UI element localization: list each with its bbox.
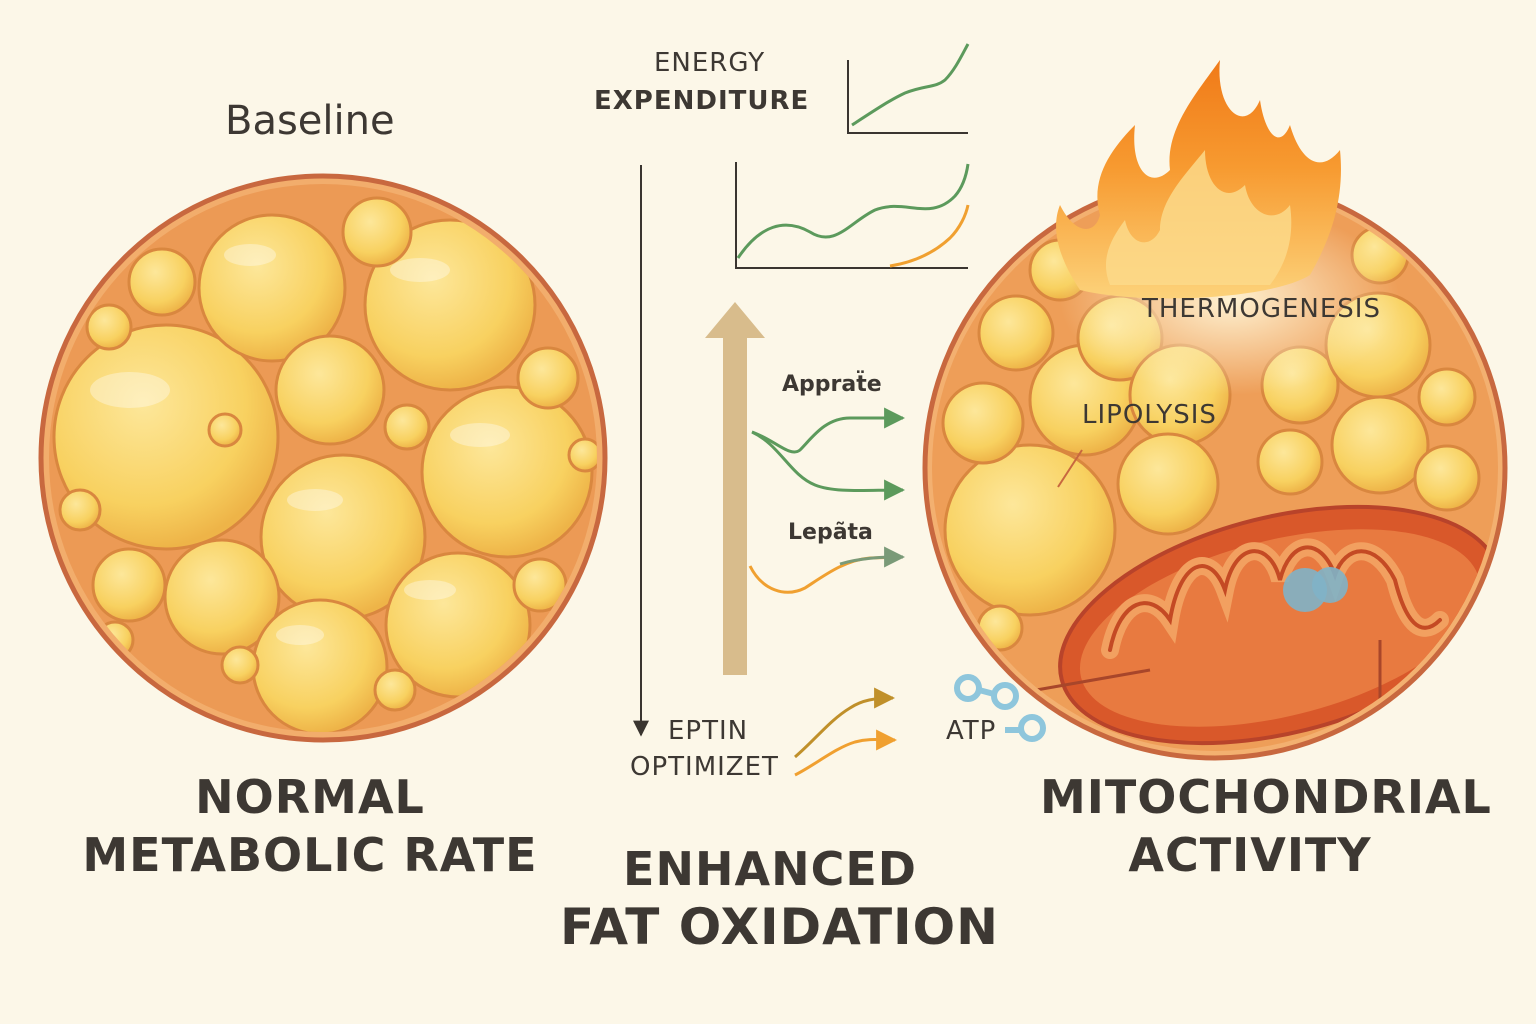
- normal-caption-line2: METABOLIC RATE: [82, 828, 538, 882]
- energy-chart-top: [847, 43, 970, 134]
- enhanced-caption-line2: FAT OXIDATION: [560, 898, 1000, 956]
- mitochondrion: [1024, 504, 1498, 746]
- eptin-curves: [794, 687, 898, 777]
- lipolysis-label: LIPOLYSIS: [1082, 400, 1217, 430]
- baseline-fat-cells: [52, 196, 597, 732]
- baseline-tissue-circle: [38, 173, 608, 743]
- mito-caption-line1: MITOCHONDRIAL: [1040, 770, 1492, 824]
- energy-label-line2: EXPENDITURE: [594, 86, 810, 116]
- eptin-label-line2: OPTIMIZET: [630, 752, 779, 782]
- atp-molecule-icon: [954, 674, 1046, 742]
- baseline-title: Baseline: [225, 98, 395, 144]
- appetite-label: Appraẗe: [782, 372, 882, 397]
- energy-chart-bottom: [735, 162, 970, 269]
- mito-caption-line2: ACTIVITY: [1128, 828, 1372, 882]
- increase-arrow: [705, 302, 765, 675]
- eptin-label-line1: EPTIN: [668, 716, 749, 746]
- energy-label-line1: ENERGY: [654, 48, 766, 78]
- appetite-curves: [751, 407, 906, 501]
- thermogenesis-label: THERMOGENESIS: [1142, 294, 1381, 324]
- normal-caption-line1: NORMAL: [195, 770, 425, 824]
- leptin-label: Lepãta: [788, 520, 873, 545]
- atp-label: ATP: [946, 716, 997, 746]
- leptin-curve: [748, 546, 906, 594]
- enhanced-caption-line1: ENHANCED: [623, 842, 917, 896]
- thermogenesis-flame: [1056, 60, 1341, 299]
